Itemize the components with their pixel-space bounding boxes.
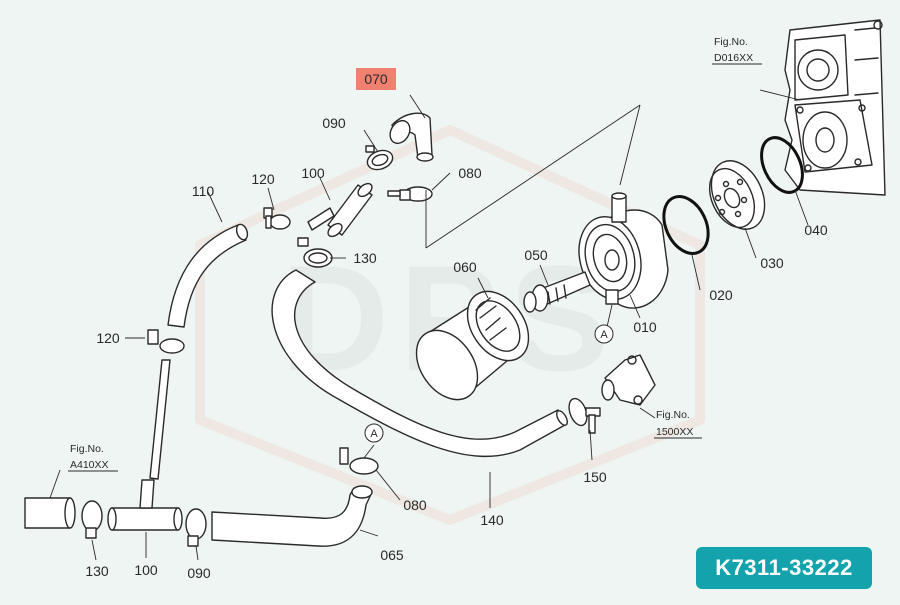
part-090-clamp[interactable] [365, 145, 396, 173]
label-060[interactable]: 060 [453, 259, 477, 275]
svg-text:Fig.No.: Fig.No. [656, 409, 690, 421]
pump-outlet [601, 354, 656, 406]
label-030[interactable]: 030 [760, 255, 784, 271]
svg-text:A410XX: A410XX [70, 459, 109, 471]
part-030-flange[interactable] [701, 152, 775, 238]
part-130-clamp-lower[interactable] [81, 500, 103, 539]
watermark: DPS [195, 125, 705, 525]
label-020[interactable]: 020 [709, 287, 733, 303]
label-130-lower[interactable]: 130 [85, 563, 109, 579]
part-150-clamp[interactable] [566, 396, 601, 434]
part-100-pipe[interactable] [307, 181, 374, 239]
label-070[interactable]: 070 [364, 71, 388, 87]
svg-text:A: A [600, 329, 608, 341]
svg-text:D016XX: D016XX [714, 52, 753, 64]
part-120-clamp-lower[interactable] [147, 329, 185, 354]
engine-block [784, 19, 886, 196]
label-010[interactable]: 010 [633, 319, 657, 335]
svg-text:1500XX: 1500XX [656, 426, 693, 438]
label-120[interactable]: 120 [251, 171, 275, 187]
figref-1500xx[interactable]: Fig.No. 1500XX [654, 409, 702, 439]
figref-d016xx[interactable]: Fig.No. D016XX [712, 36, 762, 65]
highlight-box [356, 68, 396, 90]
part-080-clamp[interactable] [387, 186, 433, 202]
part-090-clamp-lower[interactable] [185, 508, 207, 547]
leader-lines [49, 89, 809, 561]
svg-text:A: A [370, 428, 378, 440]
label-120-lower[interactable]: 120 [96, 330, 120, 346]
part-020-o-ring[interactable] [655, 189, 717, 260]
svg-text:Fig.No.: Fig.No. [70, 443, 104, 455]
marker-a-bottom: A [364, 423, 384, 443]
part-080-clamp-lower[interactable] [339, 447, 379, 475]
part-065-hose[interactable] [211, 487, 373, 547]
label-080[interactable]: 080 [458, 165, 482, 181]
figref-a410xx[interactable]: Fig.No. A410XX [68, 443, 118, 472]
part-120-clamp[interactable] [263, 207, 291, 230]
label-065[interactable]: 065 [380, 547, 404, 563]
part-010-oil-cooler[interactable] [570, 192, 669, 309]
part-110-hose[interactable] [167, 224, 247, 328]
label-050[interactable]: 050 [524, 247, 548, 263]
label-100-lower[interactable]: 100 [134, 562, 158, 578]
label-150[interactable]: 150 [583, 469, 607, 485]
label-090-lower[interactable]: 090 [187, 565, 211, 581]
part-040-o-ring[interactable] [753, 131, 810, 199]
part-130-clamp[interactable] [297, 237, 333, 268]
marker-a-top: A [594, 324, 614, 344]
part-050-nipple[interactable] [523, 271, 591, 313]
label-110[interactable]: 110 [192, 183, 215, 199]
label-040[interactable]: 040 [804, 222, 828, 238]
label-100[interactable]: 100 [301, 165, 325, 181]
label-090[interactable]: 090 [322, 115, 346, 131]
label-080-lower[interactable]: 080 [403, 497, 427, 513]
part-070-elbow[interactable] [386, 112, 434, 162]
part-140-hose[interactable] [271, 269, 566, 458]
part-060-oil-filter[interactable] [404, 280, 541, 411]
part-code-badge: K7311-33222 [696, 547, 872, 589]
part-100-tee[interactable] [107, 479, 183, 531]
svg-text:Fig.No.: Fig.No. [714, 36, 748, 48]
label-130[interactable]: 130 [353, 250, 377, 266]
hose-a410 [24, 497, 71, 529]
label-140[interactable]: 140 [480, 512, 504, 528]
